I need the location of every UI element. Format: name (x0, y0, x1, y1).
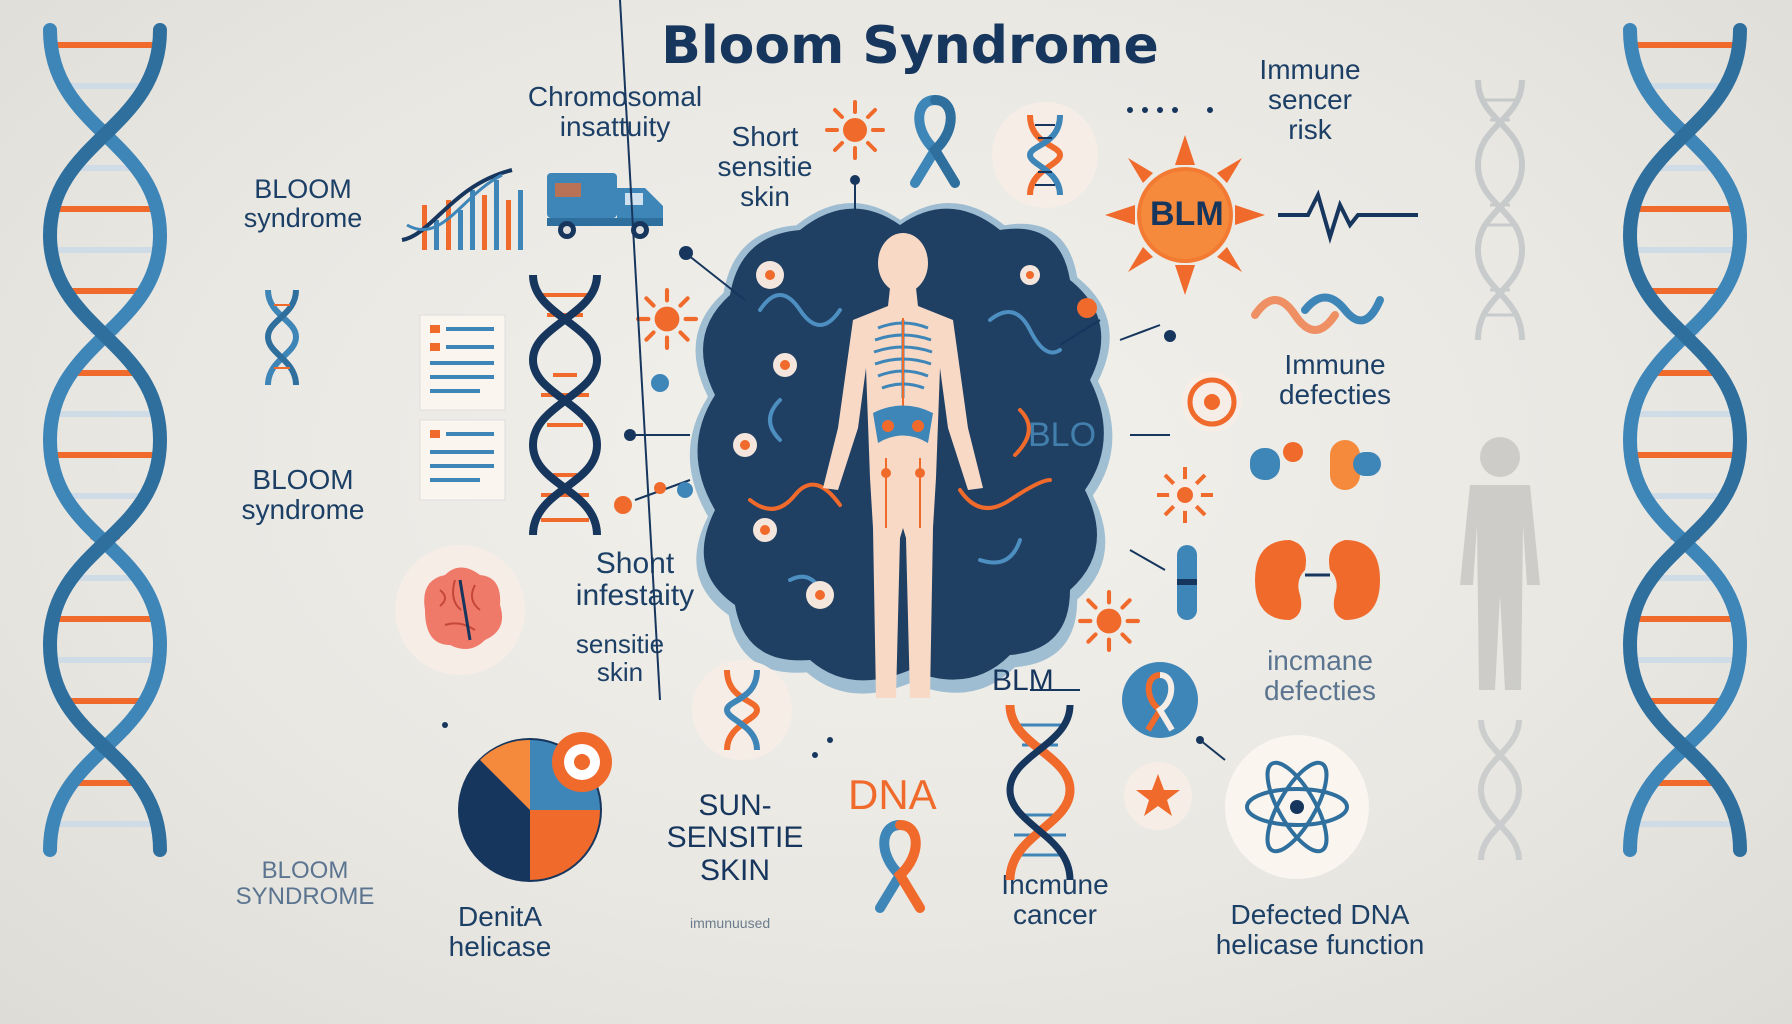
immune-defecties-label: Immune defecties (1278, 349, 1392, 411)
document-icon-2 (419, 419, 506, 501)
sun-small-icon (1078, 590, 1140, 653)
bloom-syndrome-label-1: BLOOM syndrome (243, 174, 363, 234)
delivery-truck-icon (547, 173, 663, 239)
ribbon-circle-icon (1122, 662, 1198, 738)
sun-sensitie-skin-label: SUN- SENSITIE SKIN (666, 789, 804, 887)
sensitie-skin-label: sensitie skin (575, 629, 665, 688)
cell-target-icon (1182, 372, 1242, 432)
kidney-icon (1255, 540, 1380, 620)
bloom-syndrome-label-2: BLOOM syndrome (241, 464, 365, 526)
awareness-ribbon-icon (910, 95, 960, 188)
shont-infestaity-label: Shont infestaity (575, 547, 695, 613)
tiny-label: immunuused (690, 915, 771, 931)
faded-person-silhouette-icon (1460, 437, 1540, 690)
orange-star-circle-icon (1124, 762, 1192, 830)
organ-shapes-icon (1250, 440, 1381, 490)
left-dna-helix-icon (42, 23, 168, 857)
sun-icon (825, 100, 885, 160)
blm-sun-icon (1105, 135, 1265, 295)
small-dna-icon (264, 289, 300, 386)
dna-circle-lower-icon (692, 660, 792, 760)
page-title: Bloom Syndrome (661, 16, 1159, 76)
body-blo-label: BLO (1028, 416, 1097, 454)
document-icon (419, 314, 506, 411)
denita-helicase-label: DenitA helicase (448, 901, 552, 963)
right-dna-helix-icon (1622, 23, 1748, 857)
blm-mid-label: BLM (992, 664, 1054, 697)
incmane-defecties-label: incmane defecties (1263, 645, 1377, 707)
dna-circle-icon (992, 102, 1098, 208)
heartbeat-icon (1278, 189, 1418, 244)
virus-icon (1157, 467, 1213, 523)
short-sensitive-label: Short sensitie skin (717, 121, 813, 213)
bacteria-icon (1251, 293, 1384, 334)
faded-dna-helix-bottom-icon (1477, 719, 1523, 861)
dna-label: DNA (848, 771, 937, 818)
blm-sun-label: BLM (1150, 195, 1224, 233)
immune-sencer-risk-label: Immune sencer risk (1259, 54, 1361, 146)
faded-dna-helix-icon (1474, 79, 1526, 341)
atom-icon (1225, 735, 1369, 879)
incmune-cancer-label: Incmune cancer (1001, 869, 1109, 931)
chromosomal-label: Chromosomal insattuity (527, 81, 703, 143)
dna-helix-center-icon (1005, 704, 1075, 881)
brain-icon (395, 545, 525, 675)
bloom-syndrome-label-3: BLOOM SYNDROME (235, 857, 375, 910)
human-body-icon (823, 233, 983, 698)
chromosome-icon (1177, 545, 1197, 620)
sun-left-icon (636, 288, 699, 350)
target-icon (552, 732, 612, 792)
awareness-ribbon-lower-icon (875, 820, 925, 913)
bar-chart-icon (401, 168, 523, 250)
defected-dna-label: Defected DNA helicase function (1215, 899, 1425, 961)
medium-dna-helix-icon (528, 274, 602, 536)
